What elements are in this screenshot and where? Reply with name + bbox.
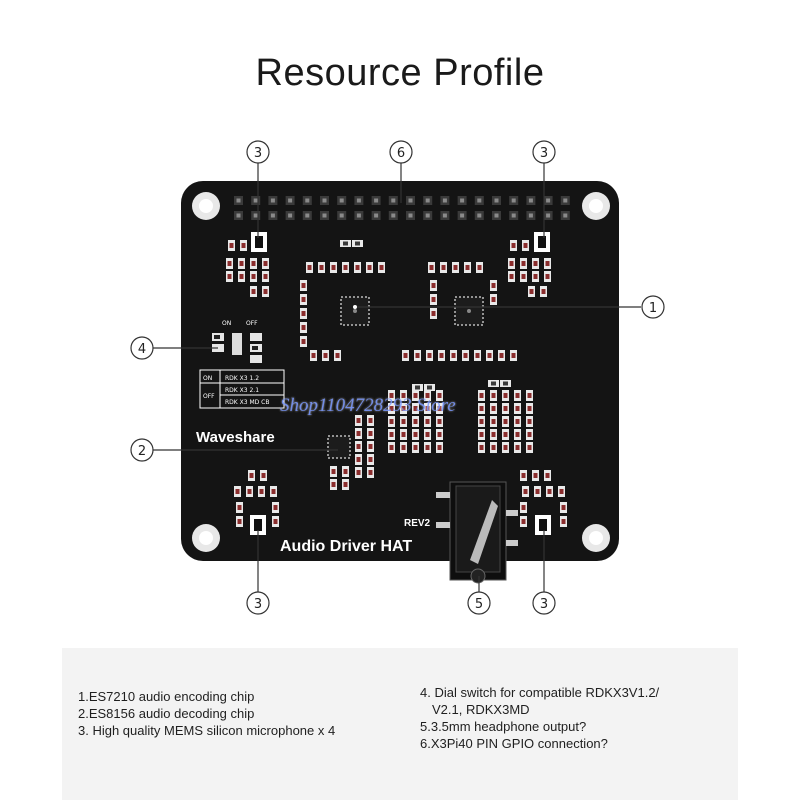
callout-1: 1 — [641, 295, 665, 319]
callout-label: 3 — [254, 597, 262, 612]
callout-4: 4 — [130, 336, 154, 360]
mounting-hole-bl — [192, 524, 220, 552]
revision-label: REV2 — [404, 518, 431, 529]
description-right-column: 4. Dial switch for compatible RDKX3V1.2/… — [420, 684, 730, 752]
callout-label: 3 — [254, 146, 262, 161]
callout-2: 2 — [130, 438, 154, 462]
table-row2: RDK X3 2.1 — [225, 387, 259, 394]
callout-label: 3 — [540, 146, 548, 161]
mounting-hole-tl — [192, 192, 220, 220]
es8156-chip — [327, 435, 351, 459]
callout-3-top-right: 3 — [532, 140, 556, 164]
table-on-label: ON — [203, 375, 212, 382]
description-left-column: 1.ES7210 audio encoding chip 2.ES8156 au… — [78, 688, 388, 739]
table-row3: RDK X3 MD CB — [225, 399, 269, 406]
callout-3-bottom-left: 3 — [246, 591, 270, 615]
mounting-hole-tr — [582, 192, 610, 220]
product-label: Audio Driver HAT — [280, 538, 412, 555]
table-row1: RDK X3 1.2 — [225, 375, 259, 382]
callout-label: 2 — [138, 444, 146, 459]
compat-table: ON OFF RDK X3 1.2 RDK X3 2.1 RDK X3 MD C… — [199, 369, 285, 409]
dip-on-label: ON — [222, 320, 231, 327]
store-watermark: Shop1104728293 Store — [280, 395, 456, 416]
board-diagram: ON OFF ON OFF RDK X3 1.2 RDK X3 2.1 RDK … — [130, 140, 665, 615]
gpio-header-40pin — [234, 196, 570, 220]
description-item: 5.3.5mm headphone output? — [420, 719, 587, 734]
callout-3-bottom-right: 3 — [532, 591, 556, 615]
callout-label: 4 — [138, 342, 146, 357]
page-title: Resource Profile — [255, 52, 545, 94]
pcb-board — [181, 181, 619, 561]
callout-label: 6 — [397, 146, 405, 161]
description-item: 1.ES7210 audio encoding chip — [78, 689, 255, 704]
dip-off-label: OFF — [246, 320, 258, 327]
mounting-hole-br — [582, 524, 610, 552]
description-item: 4. Dial switch for compatible RDKX3V1.2/ — [420, 685, 660, 700]
description-item: V2.1, RDKX3MD — [432, 702, 530, 717]
callout-3-top-left: 3 — [246, 140, 270, 164]
description-item: 2.ES8156 audio decoding chip — [78, 706, 255, 721]
table-off-label: OFF — [203, 393, 215, 400]
description-item: 3. High quality MEMS silicon microphone … — [78, 723, 336, 738]
callout-label: 5 — [475, 597, 483, 612]
brand-label: Waveshare — [196, 429, 275, 446]
description-item: 6.X3Pi40 PIN GPIO connection? — [420, 736, 608, 751]
callout-5: 5 — [467, 591, 491, 615]
smd-components — [226, 240, 567, 527]
description-panel: 1.ES7210 audio encoding chip 2.ES8156 au… — [62, 648, 738, 800]
callout-6: 6 — [389, 140, 413, 164]
callout-label: 3 — [540, 597, 548, 612]
headphone-jack[interactable] — [436, 481, 518, 584]
callout-label: 1 — [649, 301, 657, 316]
